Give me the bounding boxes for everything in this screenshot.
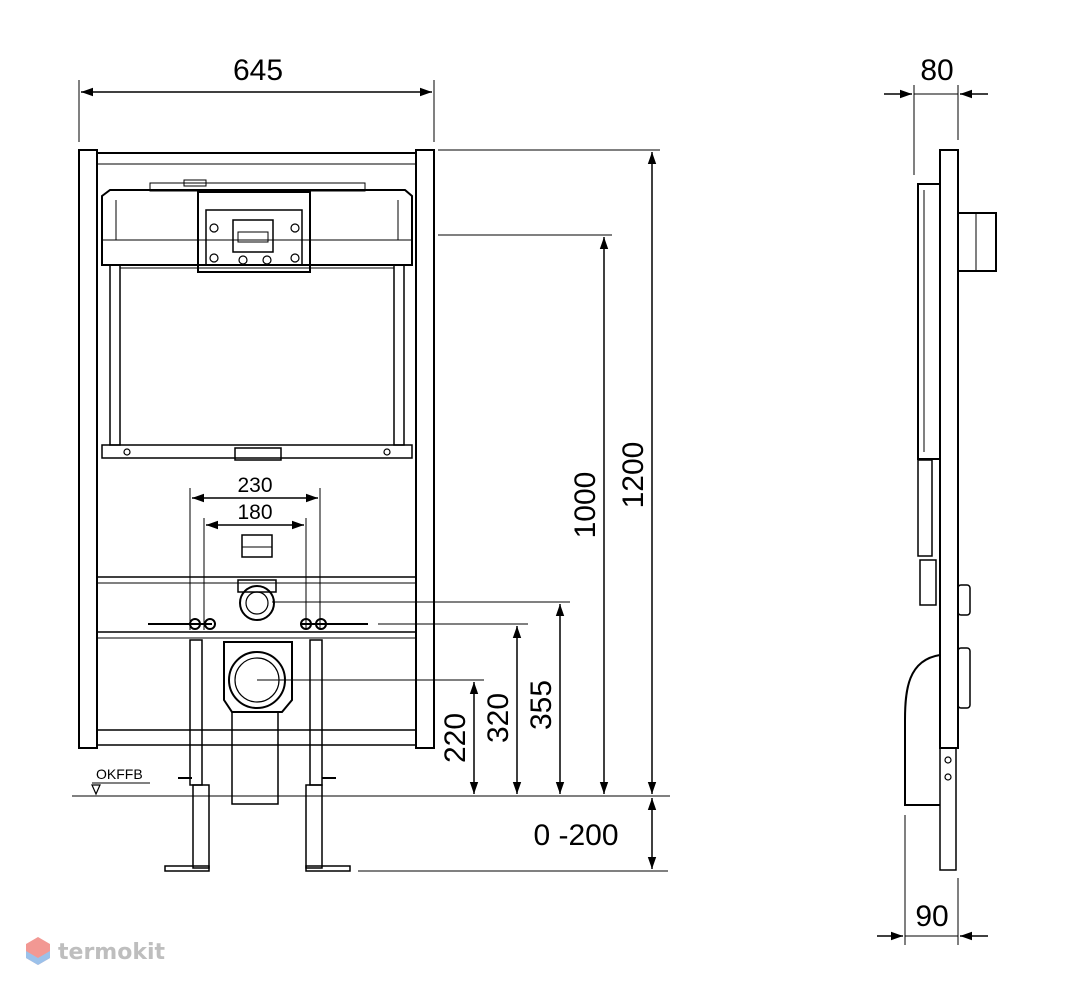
- drain-connection: [223, 641, 293, 805]
- depth-bottom-dimension: 90: [915, 900, 948, 933]
- side-view: 80 90: [877, 54, 997, 945]
- frame-height-dimension: 1000: [569, 472, 602, 539]
- side-frame: [939, 149, 959, 749]
- watermark: termokit: [26, 937, 165, 965]
- mounting-bolts: [148, 618, 368, 630]
- height-220-dimension: 220: [439, 713, 472, 763]
- spacing-outer-dimension: 230: [237, 474, 272, 497]
- side-cistern: [917, 183, 941, 460]
- adjust-dimension: 0 -200: [533, 819, 618, 852]
- flush-connector: [239, 585, 275, 621]
- width-dimension: 645: [233, 54, 283, 87]
- total-height-dimension: 1200: [617, 442, 650, 509]
- adjustable-legs: [164, 639, 351, 872]
- flush-module: [197, 191, 311, 273]
- right-frame-post: [415, 149, 435, 749]
- floor-ref-marker: [91, 784, 101, 796]
- side-leg: [939, 747, 957, 871]
- height-355-dimension: 355: [525, 680, 558, 730]
- watermark-brand: termokit: [58, 940, 165, 965]
- side-drain-bend: [904, 654, 941, 806]
- spacing-inner-dimension: 180: [237, 501, 272, 524]
- side-flush-plate: [957, 212, 997, 272]
- front-view: OKFFB 645 230 180 1200 1000 355 320: [72, 54, 670, 872]
- hexagon-logo-icon: [26, 937, 50, 965]
- height-320-dimension: 320: [482, 693, 515, 743]
- left-frame-post: [78, 149, 98, 749]
- flush-pipe: [241, 534, 273, 558]
- cistern: [101, 179, 413, 461]
- floor-ref-label: OKFFB: [96, 766, 143, 782]
- depth-top-dimension: 80: [920, 54, 953, 87]
